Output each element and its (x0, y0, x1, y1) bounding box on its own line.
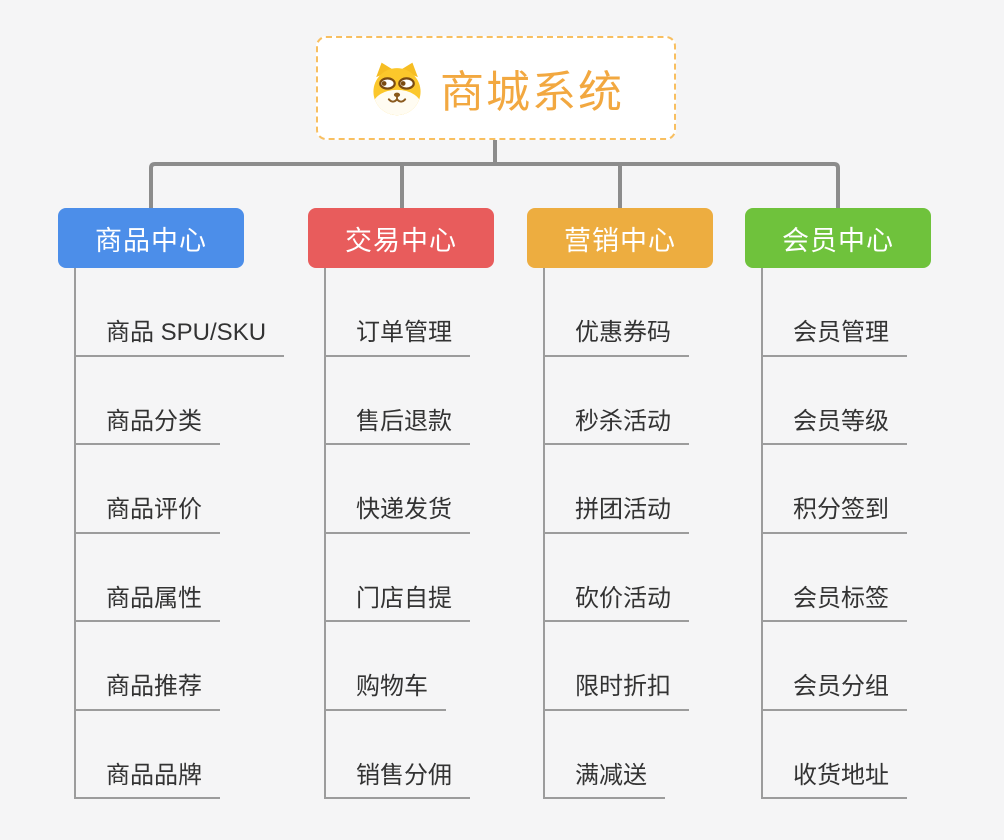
branch-topic[interactable]: 营销中心 (527, 208, 713, 268)
subtopic-item[interactable]: 商品 SPU/SKU (76, 268, 285, 357)
root-topic[interactable]: 商城系统 (316, 36, 676, 140)
branch-subtopic-list: 优惠券码秒杀活动拼团活动砍价活动限时折扣满减送 (543, 268, 689, 799)
subtopic-item[interactable]: 商品属性 (76, 534, 220, 622)
branch-topic[interactable]: 交易中心 (308, 208, 494, 268)
subtopic-item[interactable]: 限时折扣 (545, 622, 689, 711)
subtopic-item[interactable]: 购物车 (326, 622, 446, 711)
subtopic-item[interactable]: 商品品牌 (76, 711, 220, 799)
subtopic-item[interactable]: 优惠券码 (545, 268, 689, 357)
branch-topic[interactable]: 商品中心 (58, 208, 244, 268)
subtopic-item[interactable]: 秒杀活动 (545, 357, 689, 445)
subtopic-item[interactable]: 砍价活动 (545, 534, 689, 622)
subtopic-item[interactable]: 积分签到 (763, 445, 907, 534)
subtopic-item[interactable]: 商品分类 (76, 357, 220, 445)
root-topic-label: 商城系统 (440, 68, 624, 117)
branch: 交易中心 订单管理售后退款快递发货门店自提购物车销售分佣 (308, 208, 494, 799)
subtopic-item[interactable]: 销售分佣 (326, 711, 470, 799)
subtopic-item[interactable]: 会员标签 (763, 534, 907, 622)
subtopic-item[interactable]: 订单管理 (326, 268, 470, 357)
subtopic-item[interactable]: 会员管理 (763, 268, 907, 357)
subtopic-item[interactable]: 商品评价 (76, 445, 220, 534)
subtopic-item[interactable]: 满减送 (545, 711, 665, 799)
subtopic-item[interactable]: 快递发货 (326, 445, 470, 534)
subtopic-item[interactable]: 会员分组 (763, 622, 907, 711)
branch: 会员中心 会员管理会员等级积分签到会员标签会员分组收货地址 (745, 208, 931, 799)
dog-face-icon (368, 59, 426, 117)
subtopic-item[interactable]: 收货地址 (763, 711, 907, 799)
subtopic-item[interactable]: 售后退款 (326, 357, 470, 445)
branch-subtopic-list: 会员管理会员等级积分签到会员标签会员分组收货地址 (761, 268, 907, 799)
branch-topic[interactable]: 会员中心 (745, 208, 931, 268)
branch: 营销中心 优惠券码秒杀活动拼团活动砍价活动限时折扣满减送 (527, 208, 713, 799)
subtopic-item[interactable]: 会员等级 (763, 357, 907, 445)
subtopic-item[interactable]: 门店自提 (326, 534, 470, 622)
subtopic-item[interactable]: 商品推荐 (76, 622, 220, 711)
subtopic-item[interactable]: 拼团活动 (545, 445, 689, 534)
branch-subtopic-list: 订单管理售后退款快递发货门店自提购物车销售分佣 (324, 268, 470, 799)
